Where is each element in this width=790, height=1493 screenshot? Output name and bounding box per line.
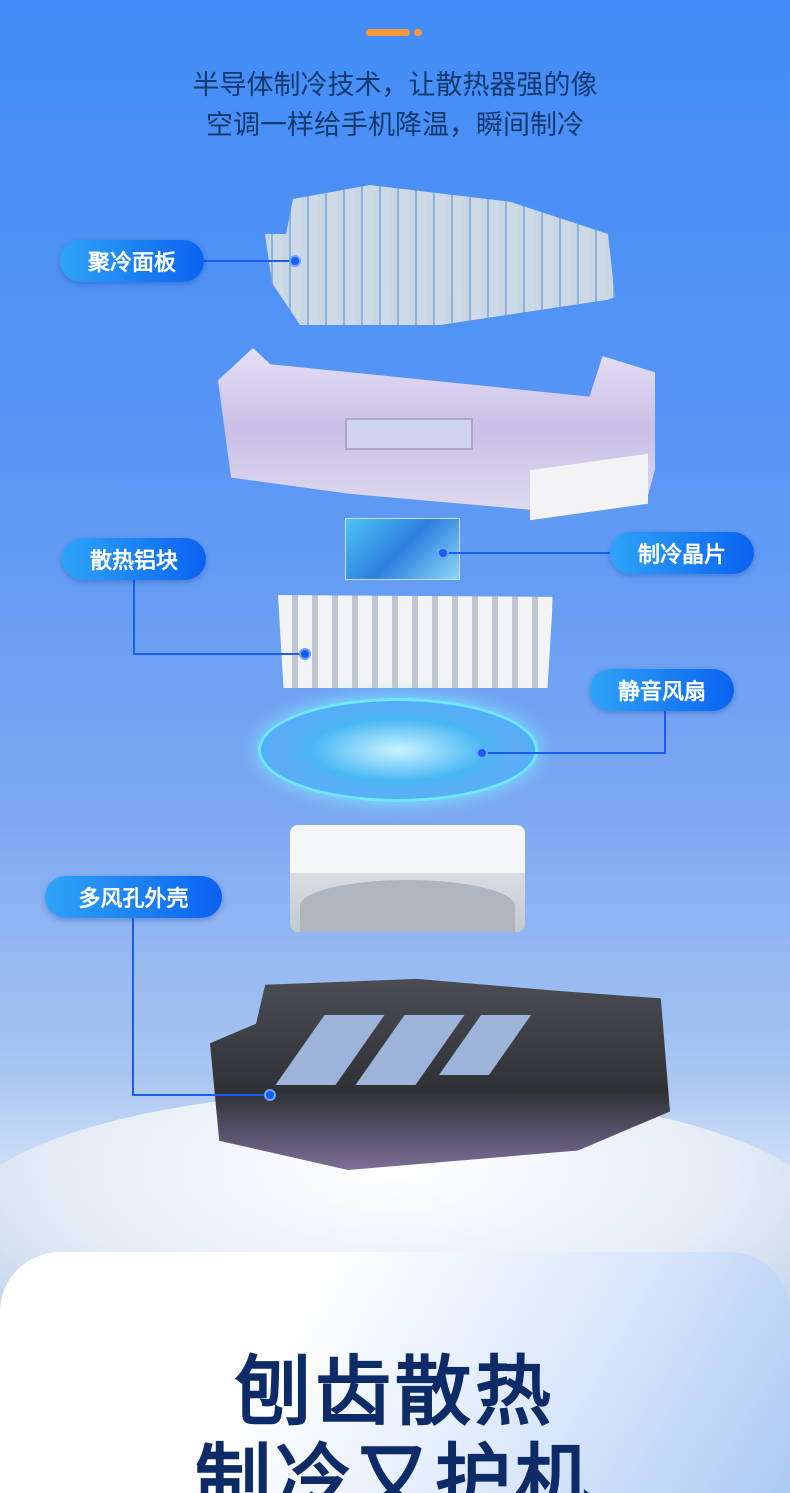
connector-line bbox=[133, 653, 305, 655]
heatsink-image bbox=[278, 595, 553, 688]
cooling-panel-image bbox=[265, 185, 615, 325]
footer-card bbox=[0, 1252, 790, 1493]
connector-line bbox=[132, 1094, 270, 1096]
accent-dot bbox=[414, 29, 422, 36]
frame-window bbox=[345, 418, 473, 450]
marker-dot bbox=[289, 255, 301, 267]
fan-image bbox=[258, 698, 538, 802]
marker-dot bbox=[264, 1089, 276, 1101]
connector-line bbox=[443, 552, 610, 554]
connector-line bbox=[204, 260, 296, 262]
label-fan: 静音风扇 bbox=[590, 669, 734, 711]
subtitle-line-2: 空调一样给手机降温，瞬间制冷 bbox=[206, 110, 584, 141]
marker-dot bbox=[437, 547, 449, 559]
label-heatsink: 散热铝块 bbox=[62, 538, 206, 580]
marker-dot bbox=[299, 648, 311, 660]
connector-line bbox=[132, 917, 134, 1095]
connector-line bbox=[482, 752, 666, 754]
marker-dot bbox=[476, 747, 488, 759]
footer-title-line-1: 刨齿散热 bbox=[235, 1347, 555, 1436]
subtitle-line-1: 半导体制冷技术，让散热器强的像 bbox=[192, 70, 598, 101]
label-cooling-chip: 制冷晶片 bbox=[610, 532, 754, 574]
footer-title-line-2: 制冷又护机 bbox=[195, 1435, 595, 1493]
fan-housing-opening bbox=[300, 880, 515, 932]
connector-line bbox=[133, 579, 135, 655]
accent-dash bbox=[366, 29, 410, 36]
connector-line bbox=[664, 710, 666, 754]
label-shell: 多风孔外壳 bbox=[45, 876, 222, 918]
label-cooling-panel: 聚冷面板 bbox=[60, 240, 204, 282]
